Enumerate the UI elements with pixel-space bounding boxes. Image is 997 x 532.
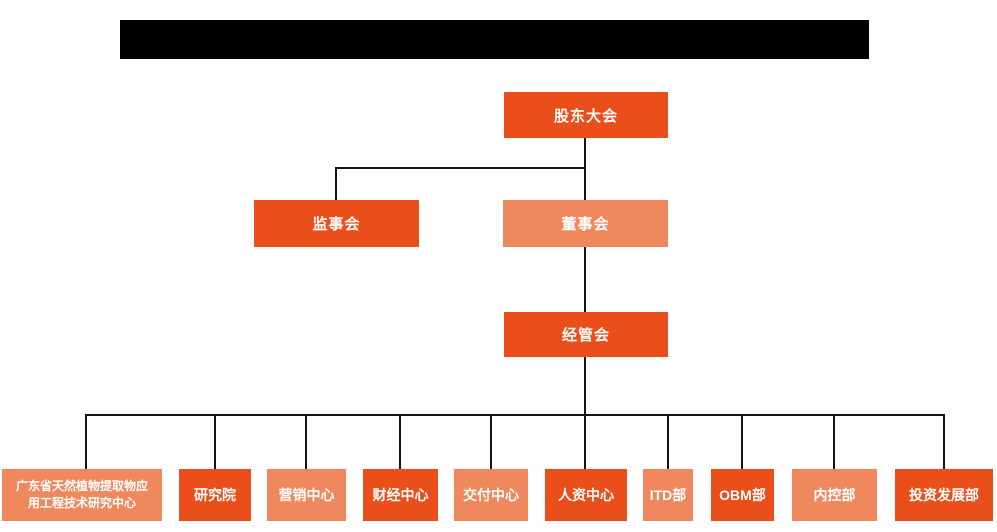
org-node-finance-center: 财经中心 bbox=[363, 469, 438, 521]
redacted-title-bar bbox=[120, 20, 869, 59]
connector-dept-drop bbox=[667, 414, 669, 469]
org-node-shareholders-meeting: 股东大会 bbox=[504, 92, 668, 138]
org-node-management-committee: 经管会 bbox=[504, 312, 668, 357]
org-node-hr-center: 人资中心 bbox=[545, 469, 627, 521]
connector-board-to-management bbox=[584, 247, 586, 312]
connector-dept-drop bbox=[833, 414, 835, 469]
connector-level2-horizontal bbox=[335, 167, 586, 169]
connector-management-down bbox=[584, 357, 586, 469]
connector-dept-drop bbox=[399, 414, 401, 469]
connector-dept-drop bbox=[741, 414, 743, 469]
org-node-research-center: 广东省天然植物提取物应用工程技术研究中心 bbox=[2, 469, 162, 521]
org-node-marketing-center: 营销中心 bbox=[267, 469, 346, 521]
org-node-label: 人资中心 bbox=[558, 487, 614, 503]
connector-supervisory-drop bbox=[335, 167, 337, 200]
org-node-label: 投资发展部 bbox=[909, 487, 979, 503]
org-node-internal-control-dept: 内控部 bbox=[792, 469, 877, 521]
org-node-itd-dept: ITD部 bbox=[643, 469, 693, 521]
org-node-research-institute: 研究院 bbox=[179, 469, 251, 521]
connector-dept-drop bbox=[305, 414, 307, 469]
org-node-obm-dept: OBM部 bbox=[711, 469, 774, 521]
org-node-delivery-center: 交付中心 bbox=[454, 469, 528, 521]
org-node-label: 营销中心 bbox=[278, 487, 335, 503]
connector-dept-drop bbox=[214, 414, 216, 469]
connector-dept-drop bbox=[943, 414, 945, 469]
connector-dept-drop bbox=[85, 414, 87, 469]
org-node-investment-development-dept: 投资发展部 bbox=[895, 469, 993, 521]
org-node-label: OBM部 bbox=[719, 487, 766, 503]
org-node-label: 财经中心 bbox=[372, 487, 429, 503]
connector-root-down bbox=[584, 138, 586, 200]
org-node-label: 董事会 bbox=[561, 216, 610, 233]
connector-dept-drop bbox=[490, 414, 492, 469]
org-node-label: 经管会 bbox=[561, 327, 610, 344]
org-node-label: 广东省天然植物提取物应用工程技术研究中心 bbox=[15, 478, 148, 510]
org-node-label: 交付中心 bbox=[463, 487, 519, 503]
connector-departments-horizontal bbox=[85, 414, 945, 416]
org-node-label: 内控部 bbox=[813, 487, 856, 503]
org-node-label: 研究院 bbox=[194, 487, 236, 503]
org-node-label: 监事会 bbox=[312, 216, 361, 233]
org-node-label: 股东大会 bbox=[553, 107, 618, 125]
org-node-board-of-directors: 董事会 bbox=[503, 200, 668, 247]
org-node-label: ITD部 bbox=[649, 487, 687, 503]
org-node-supervisory-board: 监事会 bbox=[254, 200, 419, 247]
